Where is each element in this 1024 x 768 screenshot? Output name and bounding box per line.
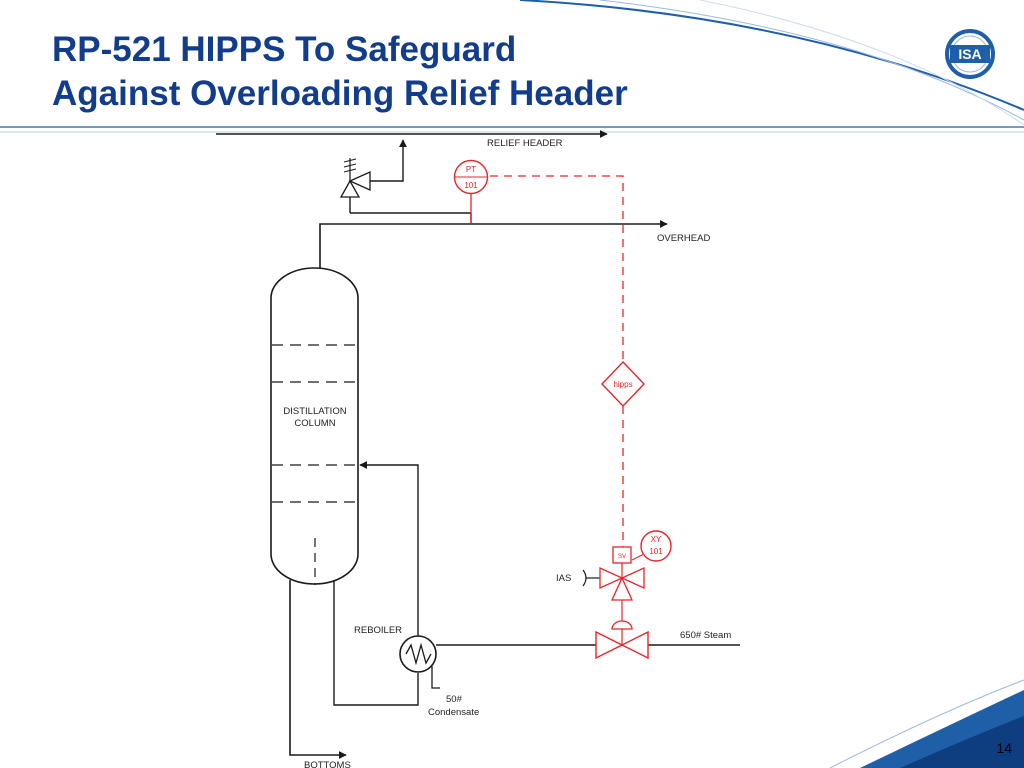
pressure-relief-valve-icon <box>339 158 371 198</box>
hipps-label: hipps <box>613 380 632 389</box>
pt-tag-line-2: 101 <box>464 181 478 190</box>
solenoid-valve-icon <box>599 546 645 601</box>
condensate-label-line-1: 50# <box>446 694 463 705</box>
relief-valve-outlet-line <box>370 139 407 182</box>
steam-label: 650# Steam <box>680 630 731 641</box>
reboiler-label: REBOILER <box>354 625 402 636</box>
pt-tag-line-1: PT <box>466 165 476 174</box>
column-label-line-1: DISTILLATION <box>283 406 346 417</box>
title-line-2: Against Overloading Relief Header <box>52 74 628 113</box>
overhead-label: OVERHEAD <box>657 233 710 244</box>
ias-label: IAS <box>556 573 571 584</box>
hipps-shutdown-valve-icon <box>595 620 649 660</box>
relief-header-label: RELIEF HEADER <box>487 138 563 149</box>
isa-logo-icon: ISA <box>945 29 995 79</box>
pt-signal-line <box>490 175 624 362</box>
sv-label: SV <box>618 554 626 560</box>
slide-title: RP-521 HIPPS To Safeguard Against Overlo… <box>52 28 628 116</box>
distillation-column <box>270 267 359 585</box>
condensate-line <box>431 666 440 689</box>
reboiler-heat-exchanger-icon <box>399 635 437 673</box>
ias-supply-icon <box>582 569 600 587</box>
reboiler-return-line <box>359 461 419 636</box>
hipps-logic-diamond <box>601 360 645 408</box>
reboiler-feed-line <box>333 580 419 706</box>
bottoms-label: BOTTOMS <box>304 760 351 768</box>
column-label-line-2: COLUMN <box>294 418 335 429</box>
page-number: 14 <box>996 740 1012 756</box>
logo-text: ISA <box>958 46 981 62</box>
title-line-1: RP-521 HIPPS To Safeguard <box>52 30 517 69</box>
overhead-line <box>319 220 668 268</box>
solenoid-tag-xy101 <box>631 530 672 562</box>
condensate-label-line-2: Condensate <box>428 707 479 718</box>
pressure-transmitter-pt101 <box>453 159 489 224</box>
bottoms-line <box>289 580 347 759</box>
xy-tag-line-1: XY <box>651 535 662 544</box>
xy-tag-line-2: 101 <box>649 547 663 556</box>
